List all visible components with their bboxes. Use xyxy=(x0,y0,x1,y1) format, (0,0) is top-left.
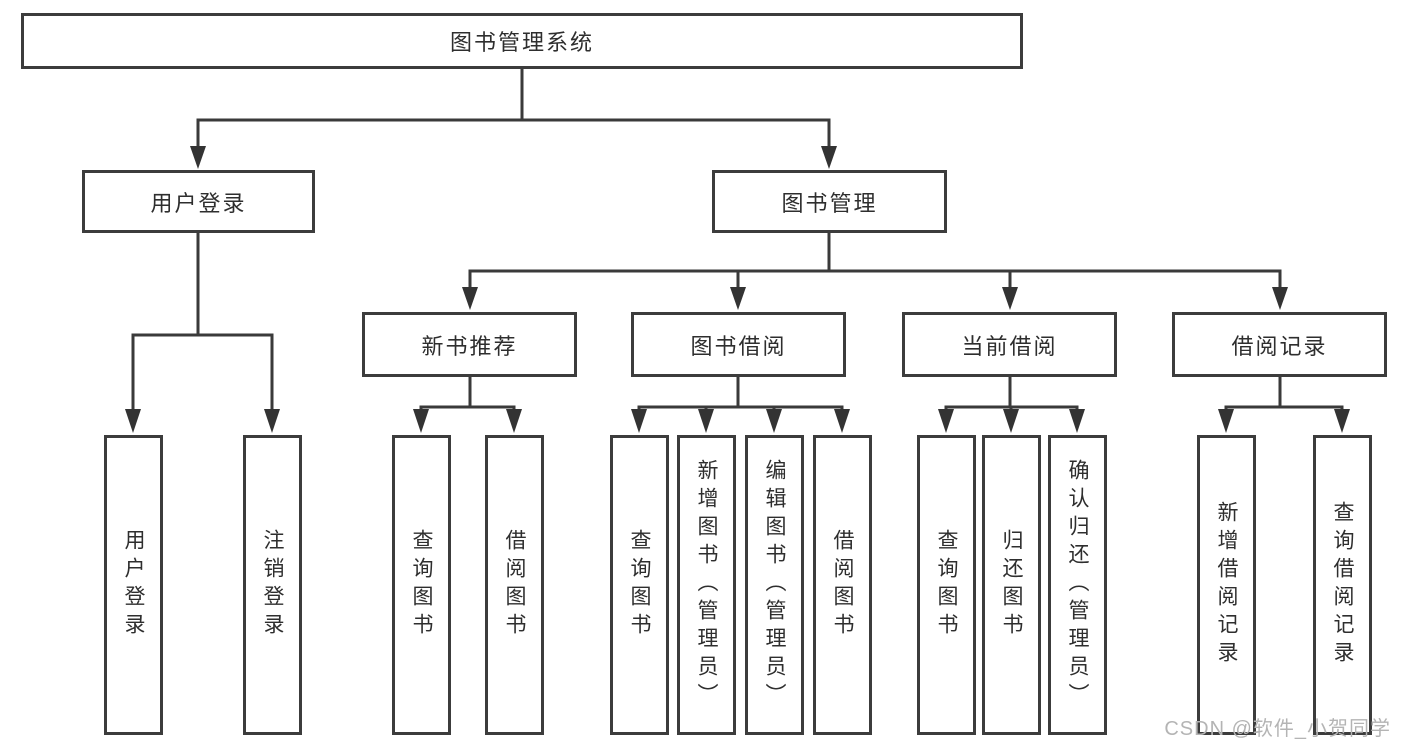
node-label: 用户登录 xyxy=(122,529,146,641)
csdn-watermark: CSDN @软件_小贺同学 xyxy=(1164,718,1391,740)
node-current-borrowing: 当前借阅 xyxy=(902,312,1117,377)
node-label: 编辑图书（管理员） xyxy=(763,459,787,711)
leaf-add-borrow-record: 新增借阅记录 xyxy=(1197,435,1256,735)
node-label: 图书借阅 xyxy=(690,333,787,359)
node-label: 注销登录 xyxy=(261,529,285,641)
node-user-login-module: 用户登录 xyxy=(82,170,315,233)
node-label: 新增借阅记录 xyxy=(1215,501,1239,669)
leaf-edit-books-admin: 编辑图书（管理员） xyxy=(745,435,804,735)
node-label: 查询图书 xyxy=(935,529,959,641)
leaf-query-books-borrow: 查询图书 xyxy=(610,435,669,735)
edge-current-to-leaves xyxy=(938,377,1085,433)
leaf-return-books: 归还图书 xyxy=(982,435,1041,735)
node-label: 当前借阅 xyxy=(961,333,1058,359)
edge-borrow-to-leaves xyxy=(631,377,850,433)
node-book-borrowing: 图书借阅 xyxy=(631,312,846,377)
node-library-management-system: 图书管理系统 xyxy=(21,13,1023,69)
leaf-logout: 注销登录 xyxy=(243,435,302,735)
node-label: 查询图书 xyxy=(628,529,652,641)
node-new-book-recommendation: 新书推荐 xyxy=(362,312,577,377)
node-label: 归还图书 xyxy=(1000,529,1024,641)
edge-userlogin-to-leaves xyxy=(125,233,280,433)
edge-root-to-level2 xyxy=(190,69,837,169)
node-label: 借阅图书 xyxy=(503,529,527,641)
edge-newbook-to-leaves xyxy=(413,377,522,433)
leaf-query-borrow-record: 查询借阅记录 xyxy=(1313,435,1372,735)
node-borrowing-records: 借阅记录 xyxy=(1172,312,1387,377)
leaf-query-books-recommend: 查询图书 xyxy=(392,435,451,735)
leaf-add-books-admin: 新增图书（管理员） xyxy=(677,435,736,735)
leaf-query-books-current: 查询图书 xyxy=(917,435,976,735)
node-label: 图书管理系统 xyxy=(449,30,594,55)
node-label: 借阅记录 xyxy=(1231,333,1328,359)
edge-records-to-leaves xyxy=(1218,377,1350,433)
node-label: 用户登录 xyxy=(150,190,247,216)
node-label: 新增图书（管理员） xyxy=(695,459,719,711)
node-label: 确认归还（管理员） xyxy=(1066,459,1090,711)
node-book-management-module: 图书管理 xyxy=(712,170,947,233)
node-label: 新书推荐 xyxy=(421,333,518,359)
node-label: 借阅图书 xyxy=(831,529,855,641)
edge-bookmgmt-to-level3 xyxy=(462,233,1288,310)
node-label: 查询借阅记录 xyxy=(1331,501,1355,669)
leaf-user-login: 用户登录 xyxy=(104,435,163,735)
leaf-borrow-books: 借阅图书 xyxy=(813,435,872,735)
leaf-confirm-return-admin: 确认归还（管理员） xyxy=(1048,435,1107,735)
node-label: 查询图书 xyxy=(410,529,434,641)
leaf-borrow-books-recommend: 借阅图书 xyxy=(485,435,544,735)
node-label: 图书管理 xyxy=(781,190,878,216)
